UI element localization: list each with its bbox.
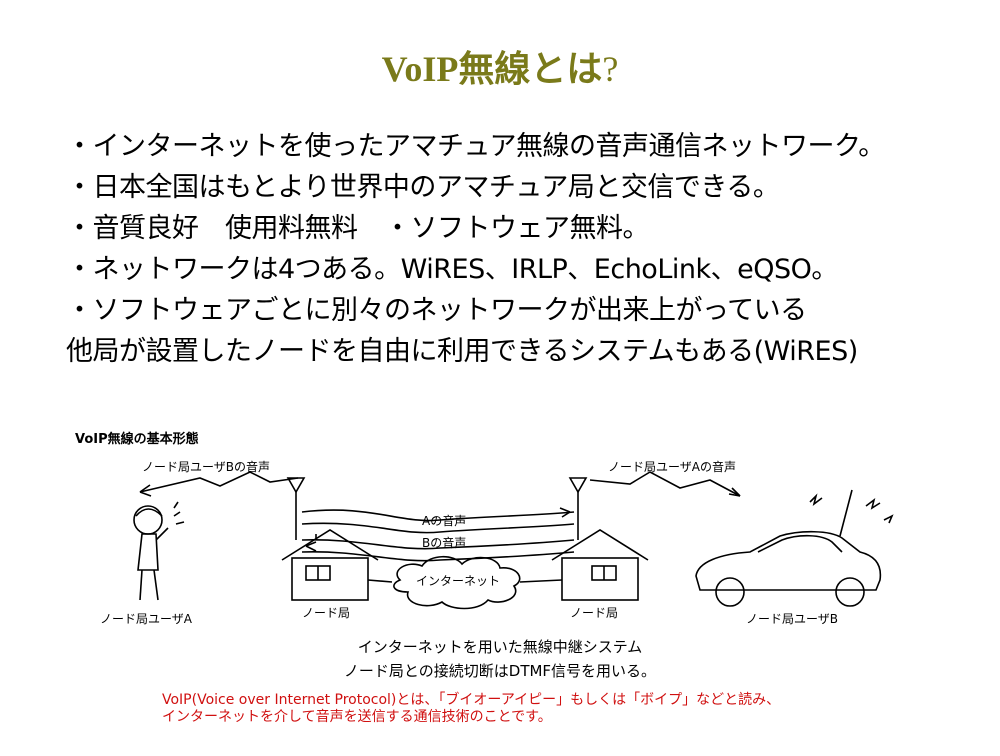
voip-definition-line-1: VoIP(Voice over Internet Protocol)とは、「ブイ…: [162, 692, 781, 708]
slide-title-main: VoIP無線とは: [381, 49, 603, 89]
node-house-right-icon: [551, 529, 649, 601]
bullet-item: ・ソフトウェアごとに別々のネットワークが出来上がっている: [66, 295, 807, 326]
person-user-a-icon: [133, 501, 185, 601]
arrow-head-right: [728, 487, 741, 497]
label-user-b-voice: ノード局ユーザBの音声: [142, 460, 270, 474]
label-node-left: ノード局: [302, 606, 351, 620]
bullet-item: 他局が設置したノードを自由に利用できるシステムもある(WiRES): [66, 336, 858, 367]
antenna-left-icon: [286, 477, 306, 540]
voip-definition-line-2: インターネットを介して音声を送信する通信技術のことです。: [162, 709, 552, 725]
label-a-voice: Aの音声: [422, 514, 467, 528]
label-b-voice: Bの音声: [422, 536, 467, 550]
antenna-right-icon: [568, 477, 588, 540]
voice-path-a-bottom: [301, 522, 575, 534]
bullet-item: ・ネットワークは4つある。WiRES、IRLP、EchoLink、eQSO。: [66, 254, 838, 285]
label-user-a: ノード局ユーザA: [100, 612, 192, 626]
car-user-b-icon: [695, 489, 894, 607]
arrow-b-head: [305, 541, 317, 552]
node-house-left-icon: [281, 529, 379, 601]
dtmf-caption: ノード局との接続切断はDTMF信号を用いる。: [343, 662, 657, 680]
slide-title-mark: ?: [602, 49, 619, 89]
label-internet: インターネット: [416, 574, 501, 588]
label-user-b: ノード局ユーザB: [746, 612, 838, 626]
voice-path-b-top: [301, 539, 575, 550]
radio-wave-right: [589, 471, 741, 497]
bullet-item: ・日本全国はもとより世界中のアマチュア局と交信できる。: [66, 172, 780, 203]
diagram-drawing: [133, 471, 894, 610]
arrow-a-head: [559, 507, 571, 518]
bullet-list: ・インターネットを使ったアマチュア無線の音声通信ネットワーク。 ・日本全国はもと…: [66, 128, 966, 370]
diagram-caption: インターネットを用いた無線中継システム: [357, 638, 643, 656]
bullet-item: ・インターネットを使ったアマチュア無線の音声通信ネットワーク。: [66, 131, 885, 162]
diagram-heading: VoIP無線の基本形態: [75, 432, 199, 447]
voice-path-a-top: [301, 509, 575, 522]
bullet-item: ・音質良好 使用料無料 ・ソフトウェア無料。: [66, 213, 650, 244]
label-node-right: ノード局: [570, 606, 619, 620]
radio-wave-left: [139, 471, 299, 493]
slide-title: VoIP無線とは?: [0, 40, 1000, 92]
link-right: [519, 579, 563, 583]
label-user-a-voice: ノード局ユーザAの音声: [608, 460, 736, 474]
voip-diagram: VoIP無線の基本形態 ノード局ユーザBの音声 ノード局ユーザAの音声 Aの音声…: [70, 420, 930, 655]
voice-path-b-bottom: [301, 551, 575, 562]
arrow-head-left: [139, 484, 152, 497]
link-left: [367, 579, 393, 583]
internet-cloud-icon: [393, 555, 521, 610]
